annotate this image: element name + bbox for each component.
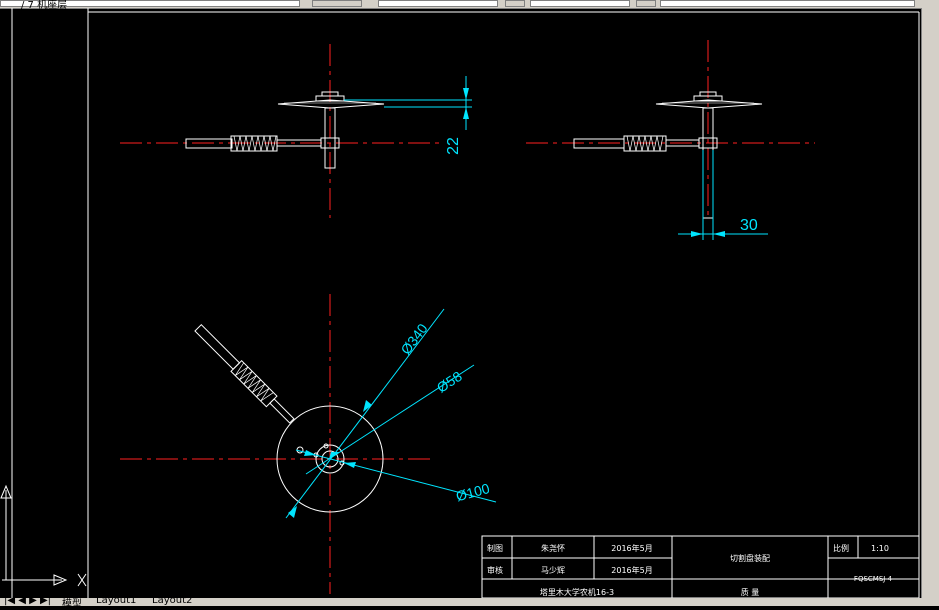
- title-block-text: 制图 朱尧怀 2016年5月 审核 马少辉 2016年5月 切割盘装配 比例 1…: [487, 543, 893, 597]
- tb-scale-label: 比例: [833, 543, 849, 553]
- tb-check-date: 2016年5月: [611, 565, 652, 575]
- dim-340-arrow-bottom: [288, 506, 297, 518]
- ucs-y-arrow: [0, 484, 12, 499]
- hub-circle: [315, 444, 345, 474]
- color-dropdown[interactable]: [378, 0, 498, 7]
- tab-nav-arrows[interactable]: |◀ ◀ ▶ ▶|: [4, 595, 52, 606]
- tb-drawn-name: 朱尧怀: [541, 543, 565, 553]
- linetype-dropdown[interactable]: [530, 0, 630, 7]
- dim-340-arrow-top: [363, 400, 372, 412]
- ucs-x-letter: [77, 573, 87, 587]
- vertical-scrollbar[interactable]: [921, 8, 939, 606]
- plot-style-button[interactable]: [636, 0, 656, 7]
- ucs-icon: [0, 484, 87, 587]
- layer-tools[interactable]: [312, 0, 362, 7]
- dim-340-leader: [285, 308, 445, 519]
- tb-check-name: 马少辉: [541, 566, 565, 575]
- dim-100-arrow-right: [344, 462, 356, 468]
- dim-22-label: 22: [445, 137, 462, 155]
- hub-nut: [321, 91, 339, 97]
- tb-drawn-label: 制图: [487, 543, 503, 553]
- blade-disc-circle: [276, 405, 384, 513]
- dim-22-arrow-top: [463, 88, 469, 100]
- side-connecting-rod: [665, 139, 700, 147]
- top-handle-rod: [194, 323, 241, 370]
- tb-school: 塔里木大学农机16-3: [540, 587, 614, 597]
- layout-tabs: |◀ ◀ ▶ ▶| 模型 Layout1 Layout2: [0, 595, 939, 610]
- dim-30-group: 30: [678, 150, 768, 240]
- dim-58-label: Ø58: [434, 368, 465, 396]
- tab-layout1[interactable]: Layout1: [96, 595, 137, 606]
- lineweight-dropdown[interactable]: [660, 0, 915, 7]
- side-blade-disc: [655, 99, 763, 109]
- top-spring-housing: [230, 360, 278, 408]
- top-view: Ø340 Ø58 Ø100: [120, 294, 497, 594]
- ucs-x-arrow: [53, 574, 68, 586]
- dim-100-label: Ø100: [454, 480, 491, 504]
- layer-dropdown[interactable]: / 7 机座层: [0, 0, 300, 11]
- side-view: [526, 40, 815, 219]
- dim-30-arrow-right: [713, 231, 725, 237]
- side-spring-coils: [626, 135, 664, 152]
- tab-layout2[interactable]: Layout2: [152, 595, 193, 606]
- layer-dropdown-value: / 7 机座层: [21, 0, 68, 11]
- dim-30-arrow-left: [691, 231, 703, 237]
- dim-30-label: 30: [740, 217, 758, 234]
- drawing-canvas[interactable]: 22 30: [0, 8, 921, 598]
- dim-22-arrow-bottom: [463, 107, 469, 119]
- tb-scale-value: 1:10: [871, 544, 889, 553]
- front-view: [120, 44, 440, 218]
- connecting-rod: [276, 139, 322, 147]
- spring-coils: [233, 135, 277, 152]
- tb-check-label: 审核: [487, 565, 503, 575]
- tb-drawn-date: 2016年5月: [611, 543, 652, 553]
- top-connecting-rod: [269, 398, 295, 424]
- tb-drawing-number: FQSCMSJ-4: [854, 575, 893, 583]
- shaft-hole: [321, 450, 339, 468]
- title-block-border: [481, 535, 920, 598]
- tb-drawing-title: 切割盘装配: [730, 553, 770, 563]
- dim-58-arrow: [329, 452, 340, 459]
- angled-arm: [194, 323, 295, 424]
- tab-model[interactable]: 模型: [62, 599, 82, 610]
- tb-mass-label: 质 量: [741, 587, 760, 597]
- dim-100-leader: [295, 449, 497, 503]
- blade-disc: [277, 99, 385, 109]
- side-hub-nut: [699, 91, 717, 97]
- toolbar: / 7 机座层: [0, 0, 939, 11]
- dim-22-group: 22: [344, 76, 472, 155]
- bolt-hole-3: [323, 443, 329, 449]
- dim-340-label: Ø340: [397, 320, 431, 357]
- title-block: [481, 535, 920, 598]
- dim-100-arrow-left: [304, 450, 316, 456]
- top-spring-coils: [234, 362, 274, 402]
- dim-58-leader: [305, 364, 475, 475]
- tool-button[interactable]: [505, 0, 525, 7]
- handle-rod: [185, 138, 233, 149]
